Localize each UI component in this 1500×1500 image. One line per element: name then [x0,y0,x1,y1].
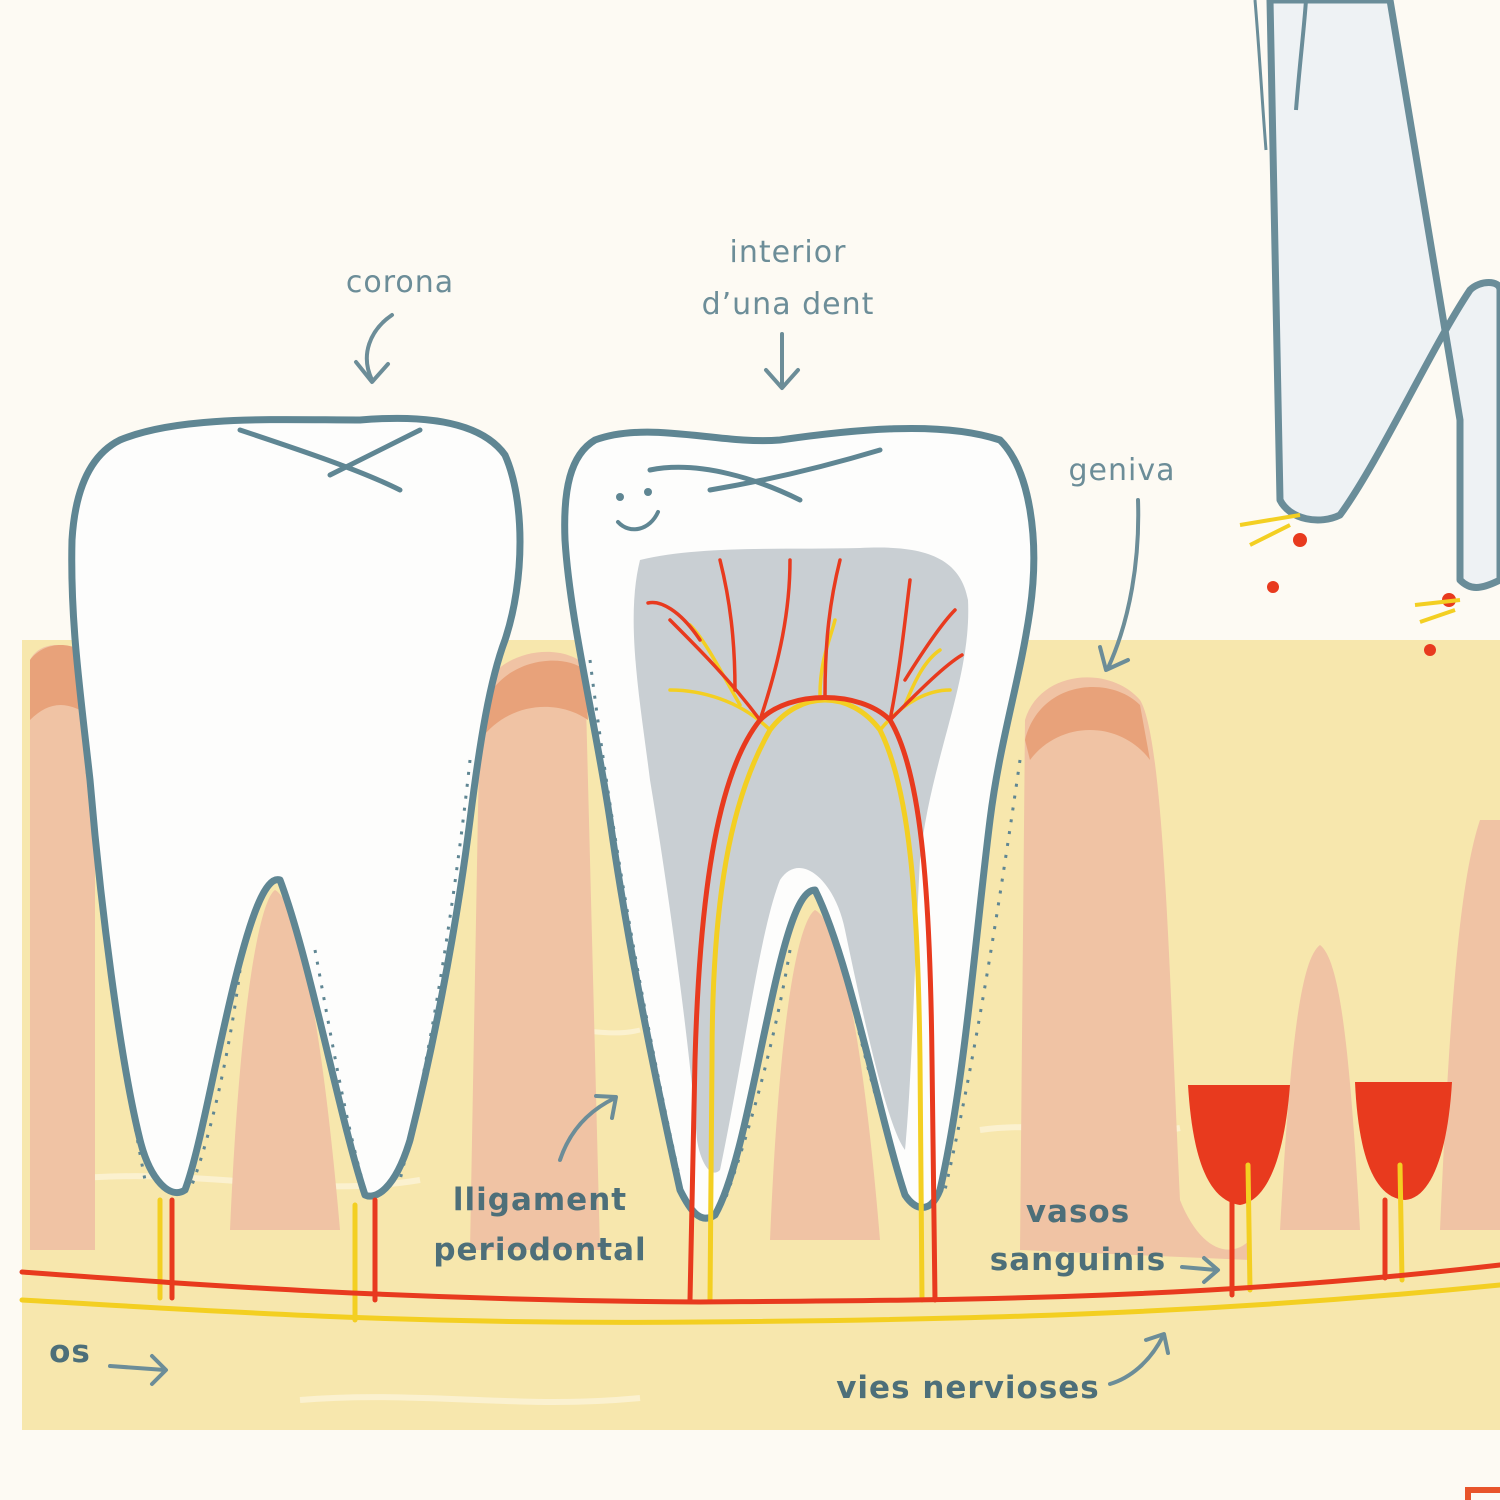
arrow-icon [558,1094,618,1162]
blood-vessel-main [19,1262,1500,1305]
label-vasos-line1: vasos [1026,1194,1130,1230]
tooth-crown-left [68,414,524,1200]
arrow-icon [354,313,394,384]
dental-pliers [1239,0,1500,656]
nerve-main [19,1282,1500,1325]
label-lligament-line2: periodontal [433,1232,646,1268]
arrow-icon [108,1354,168,1386]
gum-tissue [30,645,1500,1260]
label-geniva: geniva [1069,453,1176,488]
tooth-interior [561,424,1038,1303]
label-lligament-line1: lligament [453,1182,627,1218]
pulp-chamber [633,547,969,1173]
arrow-icon [1180,1256,1220,1284]
label-corona: corona [346,265,454,300]
label-interior-line1: interior [730,235,847,270]
smiley-face-icon [616,488,660,532]
label-interior-line2: d’una dent [702,287,875,322]
arrow-icon [1108,1332,1170,1386]
label-os: os [49,1334,91,1370]
label-vasos-line2: sanguinis [990,1242,1166,1278]
label-vies-nervioses: vies nervioses [836,1370,1100,1406]
arrow-icon [1098,498,1141,672]
arrow-icon [764,332,800,390]
page-corner-mark [1465,1487,1500,1500]
blood-socket-right [1355,1082,1452,1200]
blood-socket-left [1188,1085,1290,1205]
